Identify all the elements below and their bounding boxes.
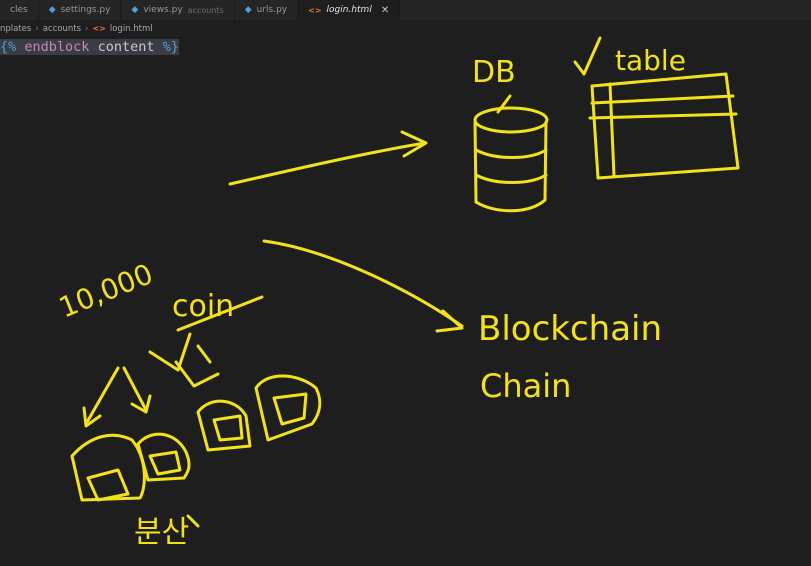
chain-label: Chain: [480, 367, 571, 405]
table-label: table: [615, 44, 686, 77]
breadcrumb-item[interactable]: accounts: [42, 23, 82, 34]
tab-settings-py[interactable]: ◆ settings.py: [39, 0, 122, 20]
template-tag-close: %}: [162, 39, 179, 55]
html-file-icon: <>: [92, 24, 106, 33]
html-file-icon: <>: [308, 5, 322, 15]
tab-cles[interactable]: cles: [0, 0, 39, 20]
template-tag-open: {%: [0, 39, 17, 55]
tab-label: cles: [10, 5, 28, 15]
block-name: content: [97, 39, 155, 55]
code-line[interactable]: {% endblock content %}: [0, 38, 179, 56]
blockchain-label: Blockchain: [478, 309, 662, 349]
chevron-right-icon: ›: [85, 23, 89, 34]
breadcrumb: nplates › accounts › <> login.html: [0, 20, 811, 37]
tab-label: settings.py: [60, 5, 111, 15]
block-2: [136, 432, 191, 482]
tab-urls-py[interactable]: ◆ urls.py: [235, 0, 299, 20]
block-4: [254, 374, 322, 442]
coin-distribution-arrows: [82, 332, 220, 428]
python-file-icon: ◆: [131, 5, 139, 15]
editor-tab-bar: cles ◆ settings.py ◆ views.py accounts ◆…: [0, 0, 811, 20]
breadcrumb-item[interactable]: nplates: [0, 23, 32, 34]
close-icon[interactable]: ✕: [380, 4, 390, 16]
arrow-to-db: [228, 130, 428, 186]
database-icon: [473, 94, 549, 213]
tab-label: views.py: [143, 5, 183, 15]
checkmark-icon: [573, 36, 602, 76]
template-keyword: endblock: [24, 39, 90, 55]
arrow-to-blockchain: [262, 239, 464, 333]
breadcrumb-item[interactable]: login.html: [109, 23, 153, 34]
db-label: DB: [472, 55, 516, 90]
pen-cursor-icon: [186, 514, 200, 528]
coin-label: coin: [172, 289, 234, 324]
table-drawing: [588, 72, 740, 180]
tab-label: urls.py: [256, 5, 288, 15]
tab-folder-hint: accounts: [187, 5, 224, 15]
chevron-right-icon: ›: [35, 23, 39, 34]
python-file-icon: ◆: [244, 5, 252, 15]
tab-views-py[interactable]: ◆ views.py accounts: [121, 0, 235, 20]
block-1: [70, 433, 146, 502]
tab-label: login.html: [326, 5, 372, 15]
korean-label: 분산: [134, 515, 189, 550]
block-3: [196, 399, 252, 452]
tab-login-html[interactable]: <> login.html ✕: [298, 0, 401, 20]
number-label: 10,000: [54, 257, 157, 324]
python-file-icon: ◆: [48, 5, 56, 15]
coin-underline: [176, 295, 264, 332]
